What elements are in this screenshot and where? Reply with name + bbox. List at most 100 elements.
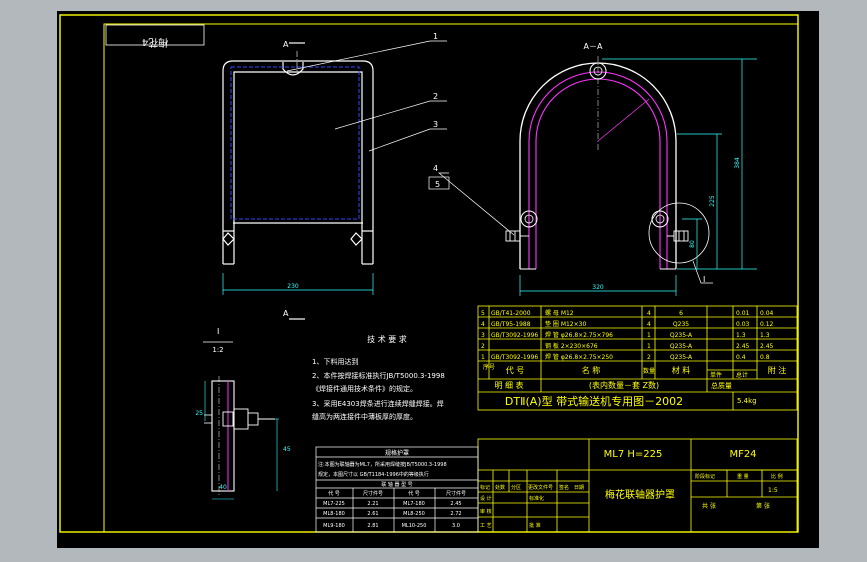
svg-text:ML9-180: ML9-180 <box>323 523 345 529</box>
svg-text:3: 3 <box>481 332 485 339</box>
svg-text:数量: 数量 <box>643 367 655 375</box>
callout-2: 2 <box>433 92 438 101</box>
parts-table-grid <box>477 305 798 411</box>
callout-3: 3 <box>433 120 438 129</box>
svg-text:日期: 日期 <box>574 485 584 491</box>
part-name: 梅花联轴器护罩 <box>605 488 675 501</box>
svg-text:ML8-180: ML8-180 <box>323 511 345 517</box>
front-width-value: 230 <box>287 283 299 290</box>
outer-frame <box>59 14 799 533</box>
svg-text:2.45: 2.45 <box>736 343 750 350</box>
section-dimensions <box>519 58 757 296</box>
front-width-dimension <box>222 273 374 295</box>
svg-text:工 艺: 工 艺 <box>480 523 492 529</box>
svg-text:更改文件号: 更改文件号 <box>528 484 553 491</box>
svg-text:序号: 序号 <box>483 363 495 371</box>
svg-text:2.45: 2.45 <box>450 501 461 507</box>
svg-text:审 核: 审 核 <box>480 508 492 515</box>
callout-5: 5 <box>435 180 440 189</box>
size-table-grid <box>315 446 479 533</box>
svg-text:4: 4 <box>647 310 651 317</box>
svg-text:GB/T41-2000: GB/T41-2000 <box>491 310 531 317</box>
title-block-labels: 标记 处数 分区 更改文件号 签名 日期 设 计 标准化 审 核 工 艺 批 准… <box>480 473 783 529</box>
corner-label: 梅花4 <box>142 36 168 49</box>
detail-dimensions <box>204 381 279 500</box>
parts-row: 3 GB/T3092-1996 焊 管 φ26.8×2.75×796 1 Q23… <box>481 331 770 339</box>
svg-text:第 张: 第 张 <box>756 502 770 510</box>
parts-row: 5 GB/T41-2000 螺 母 M12 4 6 0.01 0.04 <box>481 309 774 317</box>
svg-text:0.03: 0.03 <box>736 321 750 328</box>
detail-title: I <box>217 327 219 336</box>
svg-text:焊 管 φ26.8×2.75×250: 焊 管 φ26.8×2.75×250 <box>545 353 613 361</box>
detail-view <box>204 376 275 497</box>
svg-text:0.01: 0.01 <box>736 310 750 317</box>
svg-text:总计: 总计 <box>736 371 748 379</box>
svg-text:1.3: 1.3 <box>736 332 746 339</box>
svg-text:比 例: 比 例 <box>771 473 783 480</box>
inner-frame <box>103 23 799 533</box>
parts-footer-note: (表内数量－套 Z数) <box>589 380 659 390</box>
size-table-title: 规格护罩 <box>385 449 409 457</box>
size-table-note-2: 规定，本图尺寸以 GB/T1184-1996中的等级执行 <box>318 471 429 478</box>
svg-text:标记: 标记 <box>480 484 490 491</box>
section-fittings <box>505 230 689 242</box>
tech-note-4: 3、采用E4303焊条进行连续焊缝焊接。焊 <box>312 399 444 408</box>
drawing-number: MF24 <box>729 449 756 460</box>
svg-text:附 注: 附 注 <box>768 365 787 375</box>
scale-value: 1:5 <box>768 487 778 494</box>
svg-text:0.4: 0.4 <box>736 354 746 361</box>
svg-text:GB/T95-1988: GB/T95-1988 <box>491 321 531 328</box>
tech-title: 技 术 要 求 <box>367 334 407 344</box>
svg-text:螺 母 M12: 螺 母 M12 <box>545 309 574 317</box>
svg-text:GB/T3092-1996: GB/T3092-1996 <box>491 332 538 339</box>
height-mid-value: 225 <box>709 195 716 207</box>
parts-row: 4 GB/T95-1988 垫 圈 M12×30 4 Q235 0.03 0.1… <box>481 320 774 328</box>
engineering-drawing: 梅花4 A A <box>59 14 799 533</box>
svg-text:共 张: 共 张 <box>702 502 716 510</box>
weight-label: 总质量 <box>711 381 732 390</box>
svg-text:代 号: 代 号 <box>408 490 420 497</box>
callout-4: 4 <box>433 164 438 173</box>
svg-text:1.3: 1.3 <box>760 332 770 339</box>
part-code: ML7 H=225 <box>604 449 663 460</box>
svg-text:ML8-250: ML8-250 <box>403 511 425 517</box>
svg-text:代 号: 代 号 <box>328 490 340 497</box>
drawing-title: DTⅡ(A)型 带式输送机专用图－2002 <box>505 394 683 408</box>
svg-text:垫 圈 M12×30: 垫 圈 M12×30 <box>545 320 586 328</box>
corner-label-box <box>105 24 205 46</box>
svg-text:ML7-180: ML7-180 <box>403 501 425 507</box>
svg-text:1: 1 <box>481 354 485 361</box>
tech-note-2: 2、本件按焊接标准执行JB/T5000.3-1998 <box>312 371 445 380</box>
svg-text:1: 1 <box>647 343 651 350</box>
svg-text:2.45: 2.45 <box>760 343 774 350</box>
tech-note-5: 缝高为两连接件中薄板厚的厚度。 <box>312 412 417 421</box>
detail-dim-b: 45 <box>283 446 291 453</box>
svg-text:2.81: 2.81 <box>367 523 378 529</box>
svg-text:名 称: 名 称 <box>582 365 601 375</box>
size-table-header: 代 号 尺寸件号 代 号 尺寸件号 <box>328 490 466 497</box>
svg-text:ML10-250: ML10-250 <box>402 523 427 529</box>
svg-text:5: 5 <box>481 310 485 317</box>
svg-text:代 号: 代 号 <box>506 365 525 375</box>
parts-row: 2 钢 板 2×230×676 1 Q235-A 2.45 2.45 <box>481 342 774 350</box>
svg-text:签名: 签名 <box>559 484 569 491</box>
size-table-rows: ML7-225 2.21 ML7-180 2.45 ML8-180 2.61 M… <box>323 501 461 529</box>
section-mark-a-bottom: A <box>283 309 289 318</box>
svg-text:Q235: Q235 <box>673 321 689 328</box>
tech-note-3: 《焊接件通用技术条件》的规定。 <box>312 384 417 393</box>
svg-text:2: 2 <box>647 354 651 361</box>
section-title: A－A <box>584 42 603 51</box>
svg-text:Q235-A: Q235-A <box>670 354 693 361</box>
svg-text:3.0: 3.0 <box>452 523 460 529</box>
svg-text:钢 板 2×230×676: 钢 板 2×230×676 <box>545 342 598 350</box>
svg-text:1: 1 <box>647 332 651 339</box>
svg-text:阶段标记: 阶段标记 <box>695 473 715 480</box>
svg-text:ML7-225: ML7-225 <box>323 501 345 507</box>
height-low-value: 80 <box>689 240 696 248</box>
svg-text:4: 4 <box>481 321 485 328</box>
callout-1: 1 <box>433 32 438 41</box>
drawing-sheet[interactable]: 梅花4 A A <box>57 11 819 548</box>
svg-text:6: 6 <box>679 310 683 317</box>
parts-rows: 5 GB/T41-2000 螺 母 M12 4 6 0.01 0.04 4 GB… <box>481 309 774 361</box>
